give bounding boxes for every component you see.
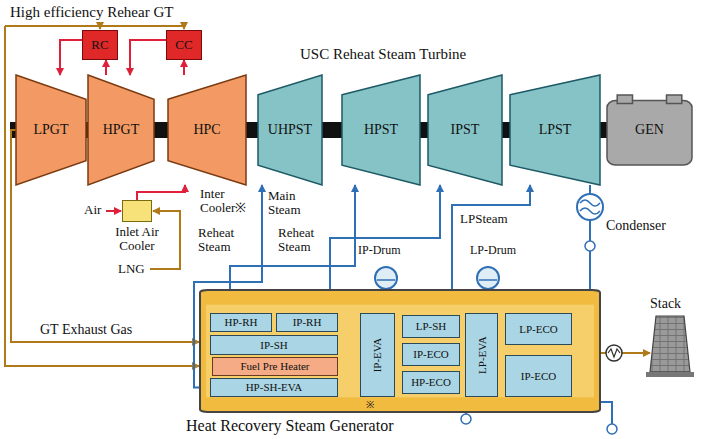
node-label: LP-SH — [416, 320, 447, 332]
heat-exchanger-box: IP-RH — [276, 313, 338, 332]
annotation-label: GT Exhaust Gas — [40, 322, 132, 337]
heat-exchanger-box: LP-SH — [402, 315, 460, 338]
annotation-label: ※ — [366, 399, 374, 410]
annotation-label: Inter Cooler※ — [200, 187, 252, 216]
heat-exchanger-box: IP-ECO — [505, 355, 572, 397]
fuel-lines — [5, 26, 650, 366]
annotation-label: USC Reheat Steam Turbine — [300, 46, 466, 63]
condenser-symbol — [577, 194, 603, 251]
caption-text: Inlet Air Cooler — [99, 225, 175, 254]
gas-flow-connector — [130, 40, 166, 75]
annotation-label: IP-Drum — [358, 244, 401, 257]
annotation-label: Condenser — [606, 218, 666, 233]
annotation-label: Main Steam — [268, 189, 318, 218]
steam-turbine: IPST — [428, 75, 502, 185]
steam-turbine: LPST — [510, 75, 600, 185]
steam-turbine: HPST — [342, 75, 420, 185]
node-label: HP-RH — [224, 316, 257, 328]
combustor-box: CC — [166, 30, 202, 60]
heater-box: Fuel Pre Heater — [212, 357, 338, 376]
node-label: HPGT — [103, 122, 140, 137]
node-label: RC — [91, 38, 108, 52]
annotation-label: Reheat Steam — [278, 226, 324, 255]
annotation-label: LNG — [118, 262, 145, 276]
node-label: IP-EVA — [371, 338, 383, 373]
steam-turbine: UHPST — [258, 75, 322, 185]
pump-symbols — [461, 414, 617, 434]
combustor-box: RC — [82, 30, 118, 60]
gas-flow-connector — [137, 185, 185, 200]
node-label: GEN — [635, 122, 664, 137]
stack-symbol — [646, 316, 694, 377]
heat-exchanger-box: HP-RH — [210, 313, 272, 332]
annotation-label: Air — [84, 203, 101, 217]
node-label: IP-ECO — [413, 348, 448, 360]
node-label: HP-ECO — [411, 376, 451, 388]
annotation-label: Stack — [650, 296, 681, 311]
node-label: HP-SH-EVA — [246, 381, 303, 393]
node-label: Fuel Pre Heater — [240, 360, 309, 372]
heat-exchanger-box: HP-SH-EVA — [210, 378, 338, 397]
title-text: High efficiency Rehear GT — [10, 4, 173, 21]
node-label: HPST — [364, 122, 398, 137]
node-label: CC — [175, 38, 192, 52]
heat-exchanger-box: LP-ECO — [505, 313, 572, 345]
annotation-label: LPSteam — [460, 212, 508, 226]
cooler-box: Inlet Air Cooler — [122, 200, 152, 222]
heat-exchanger-box: IP-ECO — [402, 343, 460, 366]
gas-flow-connector — [183, 60, 185, 75]
heat-exchanger-box: IP-SH — [210, 335, 338, 355]
node-label: LP-ECO — [519, 323, 558, 335]
node-label: LPGT — [34, 122, 69, 137]
air-line — [106, 210, 121, 212]
evaporator-box: LP-EVA — [465, 313, 498, 397]
annotation-label: LP-Drum — [470, 244, 516, 257]
node-label: UHPST — [268, 122, 312, 137]
compressor: HPC — [168, 75, 246, 185]
drum-symbols — [375, 267, 499, 289]
annotation-label: Reheat Steam — [198, 226, 244, 255]
node-label: LPST — [539, 122, 572, 137]
node-label: IP-SH — [260, 339, 288, 351]
node-label: IP-ECO — [521, 370, 556, 382]
heat-exchanger-box: HP-ECO — [402, 371, 460, 394]
gas-flow-connector — [105, 60, 107, 75]
gas-turbine: LPGT — [16, 75, 86, 185]
gas-flow-connector — [60, 40, 82, 75]
node-label: IPST — [451, 122, 480, 137]
generator-box: GEN — [607, 95, 692, 165]
gas-turbine: HPGT — [88, 75, 154, 185]
heat-exchanger-symbol — [606, 345, 622, 361]
node-label: IP-RH — [293, 316, 322, 328]
caption-text: Heat Recovery Steam Generator — [186, 417, 393, 435]
node-label: HPC — [193, 122, 220, 137]
hrsg-box: Heat Recovery Steam GeneratorHP-RHIP-RHI… — [200, 290, 600, 412]
node-label: LP-EVA — [475, 336, 487, 374]
evaporator-box: IP-EVA — [360, 313, 395, 397]
